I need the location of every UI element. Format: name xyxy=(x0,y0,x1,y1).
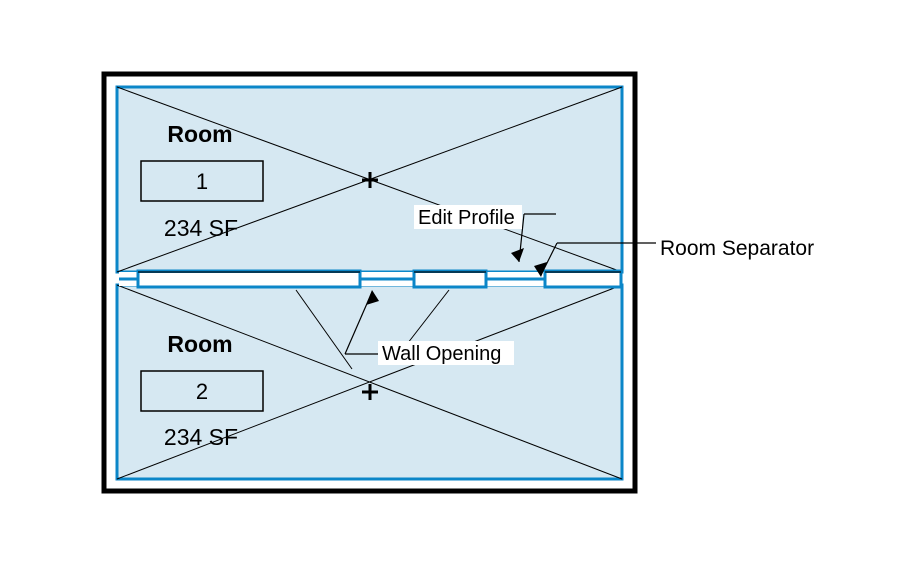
room-1-tag[interactable]: Room 1 234 SF xyxy=(140,121,264,241)
wall-opening-leader-c xyxy=(295,289,353,370)
room-2-tag[interactable]: Room 2 234 SF xyxy=(140,331,264,450)
room-1-center-crosshair[interactable] xyxy=(362,172,378,188)
room-2-center-crosshair[interactable] xyxy=(362,384,378,400)
room-separator-label: Room Separator xyxy=(660,237,814,260)
room-2-area: 234 SF xyxy=(164,424,238,450)
room-1-title: Room xyxy=(167,121,232,147)
edit-profile-label: Edit Profile xyxy=(418,207,515,229)
edit-profile-arrowhead-b xyxy=(534,262,547,277)
exterior-wall-outline xyxy=(101,71,638,494)
room-2-number-box[interactable] xyxy=(140,370,264,412)
annotation-wall-opening[interactable]: Wall Opening xyxy=(295,289,514,370)
edit-profile-arrowhead-a xyxy=(511,248,524,262)
room-1-area: 234 SF xyxy=(164,215,238,241)
annotation-room-separator[interactable]: Room Separator xyxy=(557,237,814,260)
annotation-edit-profile[interactable]: Edit Profile xyxy=(414,205,558,277)
wall-opening-leader-b xyxy=(403,289,450,349)
room-1-number-box[interactable] xyxy=(140,160,264,202)
room-2-number: 2 xyxy=(196,379,208,404)
wall-opening-1[interactable] xyxy=(136,269,362,289)
wall-opening-2[interactable] xyxy=(412,269,488,289)
room-1-number: 1 xyxy=(196,169,208,194)
wall-opening-label-bg xyxy=(378,341,514,365)
room-2-group[interactable] xyxy=(115,283,624,481)
wall-opening-3[interactable] xyxy=(543,269,623,289)
edit-profile-label-bg xyxy=(414,205,522,229)
wall-opening-label: Wall Opening xyxy=(382,343,501,365)
room-2-diagonal-b xyxy=(116,284,623,480)
wall-opening-arrowhead-a xyxy=(366,290,379,305)
room-1-group[interactable] xyxy=(115,85,624,274)
room-2-title: Room xyxy=(167,331,232,357)
